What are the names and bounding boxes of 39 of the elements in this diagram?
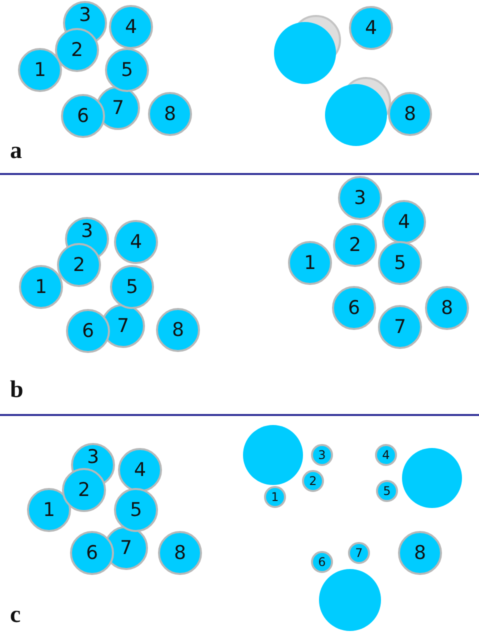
numbered-circle: 5 (376, 480, 398, 502)
numbered-circle: 4 (114, 220, 158, 264)
numbered-circle: 4 (118, 448, 162, 492)
numbered-circle: 3 (338, 176, 382, 220)
numbered-circle: 2 (62, 468, 106, 512)
panel-label: a (10, 139, 22, 163)
numbered-circle: 1 (264, 486, 286, 508)
numbered-circle: 7 (378, 305, 422, 349)
numbered-circle: 1 (18, 48, 62, 92)
numbered-circle: 6 (311, 551, 333, 573)
numbered-circle: 2 (55, 28, 99, 72)
numbered-circle: 8 (156, 308, 200, 352)
numbered-circle: 4 (349, 6, 393, 50)
numbered-circle: 8 (148, 92, 192, 136)
numbered-circle: 2 (302, 470, 324, 492)
numbered-circle: 2 (333, 223, 377, 267)
numbered-circle: 6 (61, 94, 105, 138)
numbered-circle: 5 (114, 488, 158, 532)
numbered-circle: 5 (378, 241, 422, 285)
panel-label: c (10, 603, 21, 627)
numbered-circle: 6 (332, 286, 376, 330)
numbered-circle: 2 (57, 243, 101, 287)
numbered-circle: 4 (375, 444, 397, 466)
panel-label: b (10, 378, 24, 402)
numbered-circle: 8 (158, 531, 202, 575)
numbered-circle: 4 (109, 5, 153, 49)
numbered-circle: 5 (105, 48, 149, 92)
numbered-circle: 6 (70, 531, 114, 575)
numbered-circle: 6 (66, 309, 110, 353)
numbered-circle: 1 (27, 488, 71, 532)
numbered-circle: 8 (388, 92, 432, 136)
numbered-circle: 8 (425, 286, 469, 330)
numbered-circle: 4 (382, 200, 426, 244)
numbered-circle: 8 (398, 531, 442, 575)
numbered-circle: 1 (19, 265, 63, 309)
numbered-circle: 3 (311, 444, 333, 466)
numbered-circle: 7 (348, 542, 370, 564)
numbered-circle: 5 (110, 265, 154, 309)
numbered-circle: 1 (288, 241, 332, 285)
